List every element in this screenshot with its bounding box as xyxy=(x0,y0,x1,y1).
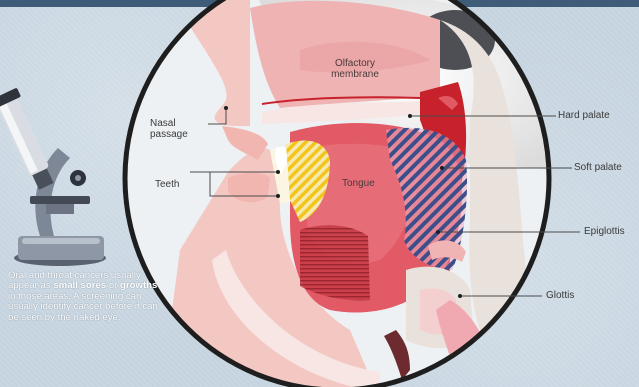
label-epiglottis: Epiglottis xyxy=(584,226,625,237)
caption-bold-small-sores: small sores xyxy=(53,280,106,291)
microscope-icon xyxy=(0,88,106,266)
label-tongue: Tongue xyxy=(342,178,375,189)
label-teeth: Teeth xyxy=(155,179,179,190)
label-nasal-passage: Nasal passage xyxy=(150,118,206,140)
label-olfactory-membrane: Olfactory membrane xyxy=(310,58,400,80)
label-glottis: Glottis xyxy=(546,290,574,301)
label-hard-palate: Hard palate xyxy=(558,110,610,121)
caption-text: Oral and throat cancers usually appear a… xyxy=(8,271,158,323)
caption-part-3: in those areas. A screening can usually … xyxy=(8,291,158,323)
label-soft-palate: Soft palate xyxy=(574,162,622,173)
caption-part-2: or xyxy=(106,280,120,291)
caption-bold-growths: growths xyxy=(120,280,157,291)
